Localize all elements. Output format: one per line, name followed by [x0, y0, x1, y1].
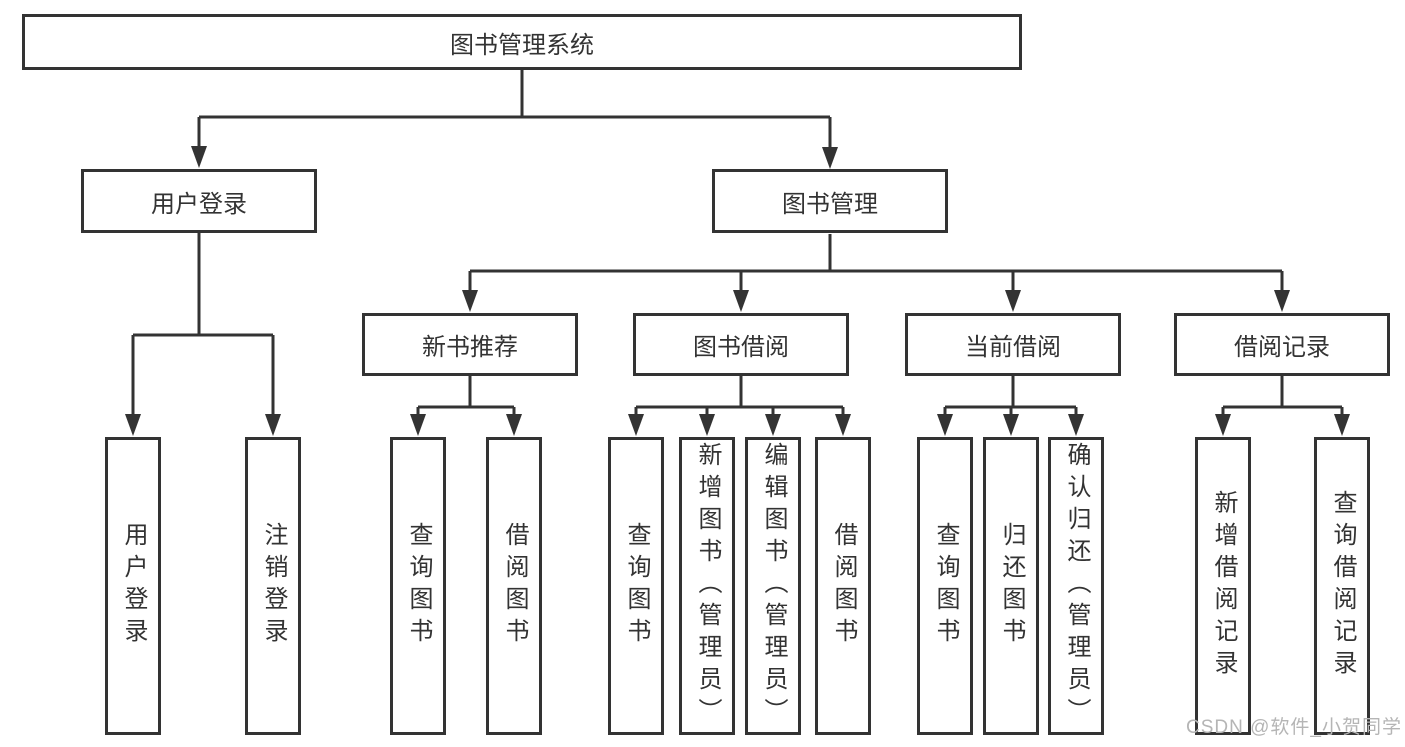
node-borrow-records: 借阅记录 [1174, 313, 1390, 376]
node-user-login-label: 用户登录 [151, 190, 247, 218]
leaf-bb-edit-book-admin: 编辑图书（管理员） [745, 437, 801, 735]
leaf-nbr-borrow-book-label: 借阅图书 [501, 522, 528, 650]
leaf-bb-borrow-book: 借阅图书 [815, 437, 871, 735]
leaf-nbr-borrow-book: 借阅图书 [486, 437, 542, 735]
arrow-down-icon [125, 414, 141, 436]
leaf-bb-query-book: 查询图书 [608, 437, 664, 735]
arrow-down-icon [1215, 414, 1231, 436]
leaf-nbr-query-book: 查询图书 [390, 437, 446, 735]
leaf-user-login: 用户登录 [105, 437, 161, 735]
arrow-down-icon [937, 414, 953, 436]
leaf-br-query-record: 查询借阅记录 [1314, 437, 1370, 735]
leaf-cb-confirm-return-admin: 确认归还（管理员） [1048, 437, 1104, 735]
arrow-down-icon [462, 290, 478, 312]
arrow-down-icon [1068, 414, 1084, 436]
node-root-label: 图书管理系统 [450, 31, 594, 59]
node-current-borrow: 当前借阅 [905, 313, 1121, 376]
leaf-br-query-record-label: 查询借阅记录 [1329, 490, 1356, 682]
leaf-cb-query-book-label: 查询图书 [932, 522, 959, 650]
leaf-bb-query-book-label: 查询图书 [623, 522, 650, 650]
arrow-down-icon [1005, 290, 1021, 312]
node-book-management: 图书管理 [712, 169, 948, 233]
leaf-nbr-query-book-label: 查询图书 [405, 522, 432, 650]
arrow-down-icon [822, 147, 838, 169]
node-book-borrow-label: 图书借阅 [693, 334, 789, 361]
leaf-cb-return-book: 归还图书 [983, 437, 1039, 735]
node-borrow-records-label: 借阅记录 [1234, 334, 1330, 361]
leaf-br-add-record-label: 新增借阅记录 [1210, 490, 1237, 682]
leaf-cb-return-book-label: 归还图书 [998, 522, 1025, 650]
node-user-login: 用户登录 [81, 169, 317, 233]
arrow-down-icon [506, 414, 522, 436]
leaf-logout: 注销登录 [245, 437, 301, 735]
leaf-user-login-label: 用户登录 [120, 522, 147, 650]
arrow-down-icon [410, 414, 426, 436]
node-new-book-recommend: 新书推荐 [362, 313, 578, 376]
leaf-bb-add-book-admin: 新增图书（管理员） [679, 437, 735, 735]
arrow-down-icon [699, 414, 715, 436]
csdn-watermark: CSDN @软件_小贺同学 [1186, 717, 1402, 738]
arrow-down-icon [733, 290, 749, 312]
arrow-down-icon [835, 414, 851, 436]
arrow-down-icon [765, 414, 781, 436]
arrow-down-icon [1334, 414, 1350, 436]
leaf-logout-label: 注销登录 [260, 522, 287, 650]
node-book-management-label: 图书管理 [782, 190, 878, 218]
arrow-down-icon [1003, 414, 1019, 436]
leaf-cb-confirm-return-admin-label: 确认归还（管理员） [1063, 442, 1090, 730]
node-new-book-recommend-label: 新书推荐 [422, 334, 518, 361]
leaf-br-add-record: 新增借阅记录 [1195, 437, 1251, 735]
node-current-borrow-label: 当前借阅 [965, 334, 1061, 361]
leaf-bb-borrow-book-label: 借阅图书 [830, 522, 857, 650]
arrow-down-icon [1274, 290, 1290, 312]
arrow-down-icon [265, 414, 281, 436]
leaf-bb-add-book-admin-label: 新增图书（管理员） [694, 442, 721, 730]
arrow-down-icon [628, 414, 644, 436]
leaf-cb-query-book: 查询图书 [917, 437, 973, 735]
node-root: 图书管理系统 [22, 14, 1022, 70]
node-book-borrow: 图书借阅 [633, 313, 849, 376]
arrow-down-icon [191, 146, 207, 168]
leaf-bb-edit-book-admin-label: 编辑图书（管理员） [760, 442, 787, 730]
